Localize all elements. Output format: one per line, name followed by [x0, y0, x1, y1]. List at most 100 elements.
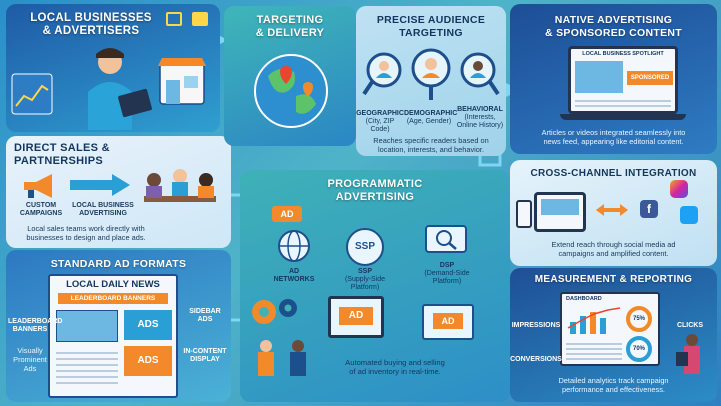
beh-line2: (Interests,: [464, 114, 496, 121]
globe-icon: [254, 54, 328, 128]
dashboard-mockup: DASHBOARD 75% 70%: [560, 292, 660, 366]
instagram-icon: [670, 180, 688, 198]
local-title-line2: & ADVERTISERS: [42, 25, 140, 37]
targeting-delivery-panel: TARGETING & DELIVERY: [224, 6, 356, 146]
behavioral-label: BEHAVIORAL (Interests, Online History): [454, 106, 506, 130]
local-title-line1: LOCAL BUSINESSES: [30, 12, 152, 24]
precise-desc-line1: Reaches specific readers based on: [373, 136, 489, 145]
measure-description: Detailed analytics track campaign perfor…: [510, 376, 717, 394]
laptop-base: [560, 114, 686, 120]
leaderboard-line2: BANNERS: [12, 326, 48, 333]
cross-title: CROSS-CHANNEL INTEGRATION: [530, 168, 697, 179]
advertising-line2: ADVERTISING: [79, 210, 127, 217]
geo-line2: (City, ZIP Code): [365, 118, 395, 133]
direct-desc-line1: Local sales teams work directly with: [27, 224, 145, 233]
prominent-line2: Prominent Ads: [13, 355, 47, 373]
local-business-advertising-label: LOCAL BUSINESS ADVERTISING: [68, 202, 138, 218]
spotlight-image: [575, 61, 623, 93]
spotlight-text: [575, 97, 671, 109]
sidebar-ads-label: SIDEBAR ADS: [182, 308, 228, 324]
dsp-label: DSP (Demand-Side Platform): [412, 262, 482, 286]
laptop-mockup: LOCAL BUSINESS SPOTLIGHT SPONSORED: [568, 46, 678, 114]
local-title: LOCAL BUSINESSES & ADVERTISERS: [6, 12, 176, 38]
clicks-label: CLICKS: [676, 322, 704, 329]
dashboard-line-chart: [567, 307, 621, 334]
native-desc-line1: Articles or videos integrated seamlessly…: [541, 128, 686, 137]
meeting-illustration: [144, 169, 216, 202]
dashboard-text: [566, 340, 622, 360]
targeting-title: TARGETING & DELIVERY: [224, 14, 356, 40]
direct-description: Local sales teams work directly with bus…: [6, 224, 166, 242]
ssp-line1: SSP: [357, 268, 372, 275]
measurement-reporting-panel: MEASUREMENT & REPORTING DASHBOARD 75% 70…: [510, 268, 717, 402]
double-arrow-icon: [596, 204, 628, 216]
geo-line1: GEOGRAPHIC: [356, 110, 404, 117]
beh-line3: Online History): [456, 122, 504, 129]
direct-desc-line2: businesses to design and place ads.: [26, 233, 146, 242]
precise-description: Reaches specific readers based on locati…: [356, 136, 506, 154]
native-title-line1: NATIVE ADVERTISING: [554, 14, 673, 26]
conversions-label: CONVERSIONS: [510, 356, 562, 363]
targeting-title-line1: TARGETING: [256, 14, 324, 26]
ad-box-1: ADS: [124, 310, 172, 340]
programmatic-advertising-panel: PROGRAMMATIC ADVERTISING AD AD NETWORKS …: [240, 170, 510, 402]
arrow-right-icon: [70, 174, 130, 196]
tablet-mockup: [534, 192, 586, 232]
networks-line1: AD: [288, 268, 300, 275]
precise-title: PRECISE AUDIENCE TARGETING: [356, 14, 506, 40]
prominent-line1: Visually: [17, 346, 43, 355]
measure-desc-line1: Detailed analytics track campaign: [558, 376, 669, 385]
leaderboard-label: LEADERBOARD BANNERS: [8, 318, 63, 334]
custom-line1: CUSTOM: [25, 202, 57, 209]
native-title-line2: & SPONSORED CONTENT: [545, 27, 682, 39]
direct-title-line1: DIRECT SALES &: [14, 142, 110, 154]
megaphone-icon: [24, 174, 52, 198]
programmatic-description: Automated buying and selling of ad inven…: [300, 358, 490, 376]
programmatic-desc-line1: Automated buying and selling: [345, 358, 445, 367]
visually-prominent-label: Visually Prominent Ads: [8, 346, 52, 373]
cross-channel-panel: CROSS-CHANNEL INTEGRATION f Extend reach…: [510, 160, 717, 266]
precise-title-line2: TARGETING: [399, 27, 463, 39]
network-globe-icon: [278, 230, 310, 262]
measure-title: MEASUREMENT & REPORTING: [534, 274, 693, 285]
spotlight-heading: LOCAL BUSINESS SPOTLIGHT: [582, 51, 664, 57]
sidebar-line1: SIDEBAR: [189, 308, 221, 315]
cross-desc-line2: campaigns and amplified content.: [558, 249, 669, 258]
demo-line1: DEMOGRAPHIC: [404, 110, 458, 117]
standard-title: STANDARD AD FORMATS: [50, 258, 187, 270]
incontent-line1: IN-CONTENT: [183, 348, 227, 355]
chart-icon: [192, 12, 208, 26]
phone-mockup: [516, 200, 532, 228]
business-owner-illustration: [11, 48, 206, 130]
custom-campaigns-label: CUSTOM CAMPAIGNS: [16, 202, 66, 218]
cross-desc-line1: Extend reach through social media ad: [551, 240, 676, 249]
sponsored-tag: SPONSORED: [627, 71, 673, 85]
geographic-label: GEOGRAPHIC (City, ZIP Code): [356, 110, 404, 134]
leaderboard-line1: LEADERBOARD: [8, 318, 63, 325]
demographic-label: DEMOGRAPHIC (Age, Gender): [404, 110, 458, 126]
ad-badge: AD: [272, 206, 302, 222]
monitor-ad: AD: [328, 296, 384, 338]
browser-ad: AD: [422, 304, 474, 340]
ssp-line3: Platform): [350, 284, 380, 291]
store-icon: [166, 12, 182, 26]
beh-line1: BEHAVIORAL: [457, 106, 503, 113]
audience-magnifier-icons: [362, 48, 500, 100]
dsp-line3: Platform): [432, 278, 462, 285]
tablet-image: [541, 199, 579, 215]
precise-title-line1: PRECISE AUDIENCE: [376, 14, 486, 26]
facebook-icon: f: [640, 200, 658, 218]
ad-box-2: ADS: [124, 346, 172, 376]
sidebar-line2: ADS: [197, 316, 213, 323]
newspaper-mockup: LOCAL DAILY NEWS LEADERBOARD BANNERS ADS…: [48, 274, 178, 398]
monitor-ad-badge: AD: [339, 307, 373, 325]
precise-desc-line2: location, interests, and behavior.: [378, 145, 484, 154]
direct-sales-panel: DIRECT SALES & PARTNERSHIPS CUSTOM CAMPA…: [6, 136, 231, 248]
native-desc-line2: news feed, appearing like editorial cont…: [543, 137, 684, 146]
gauge-2: 70%: [626, 336, 652, 362]
twitter-icon: [680, 206, 698, 224]
ssp-label: SSP (Supply-Side Platform): [334, 268, 396, 292]
newspaper-banner: LEADERBOARD BANNERS: [58, 293, 168, 304]
text-lines: [56, 348, 118, 388]
people-illustration: [258, 340, 306, 376]
